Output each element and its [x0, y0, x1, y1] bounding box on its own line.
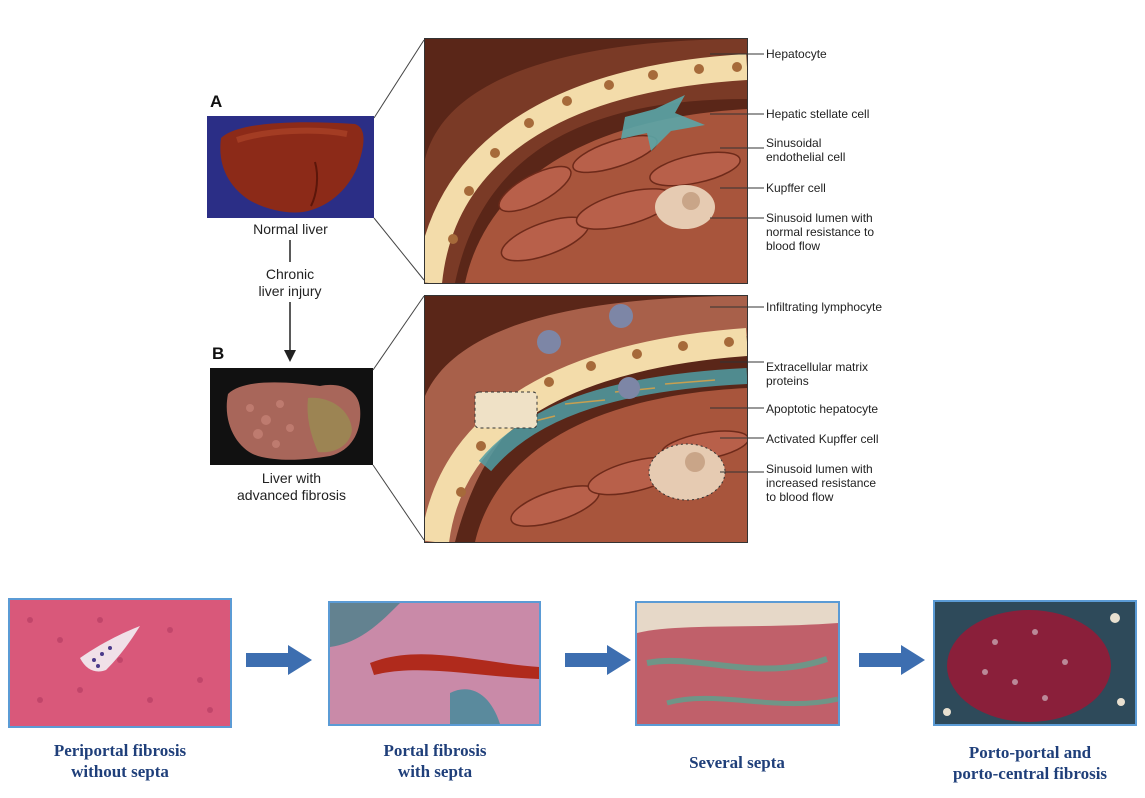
label-extracellular-matrix-proteins: Extracellular matrix proteins	[766, 360, 868, 388]
stage-arrow-2	[563, 643, 633, 677]
stage-2-caption: Portal fibrosis with septa	[326, 740, 544, 782]
stage-2-histology	[328, 601, 541, 726]
stage-4-caption: Porto-portal and porto-central fibrosis	[918, 742, 1142, 784]
label-sinusoidal-endothelial-cell: Sinusoidal endothelial cell	[766, 136, 845, 164]
label-sinusoid-lumen-increased: Sinusoid lumen with increased resistance…	[766, 462, 876, 504]
label-hepatic-stellate-cell: Hepatic stellate cell	[766, 107, 869, 121]
stage-3-caption: Several septa	[633, 752, 841, 773]
stage-arrow-3	[857, 643, 927, 677]
stage-1-caption: Periportal fibrosis without septa	[10, 740, 230, 782]
label-hepatocyte: Hepatocyte	[766, 47, 827, 61]
stage-3-histology	[635, 601, 840, 726]
label-leader-lines	[700, 40, 770, 540]
label-kupffer-cell: Kupffer cell	[766, 181, 826, 195]
stage-1-histology	[8, 598, 232, 728]
stage-4-histology	[933, 600, 1137, 726]
label-sinusoid-lumen-normal: Sinusoid lumen with normal resistance to…	[766, 211, 874, 253]
label-activated-kupffer-cell: Activated Kupffer cell	[766, 432, 879, 446]
stage-arrow-1	[244, 643, 314, 677]
label-apoptotic-hepatocyte: Apoptotic hepatocyte	[766, 402, 878, 416]
label-infiltrating-lymphocyte: Infiltrating lymphocyte	[766, 300, 882, 314]
